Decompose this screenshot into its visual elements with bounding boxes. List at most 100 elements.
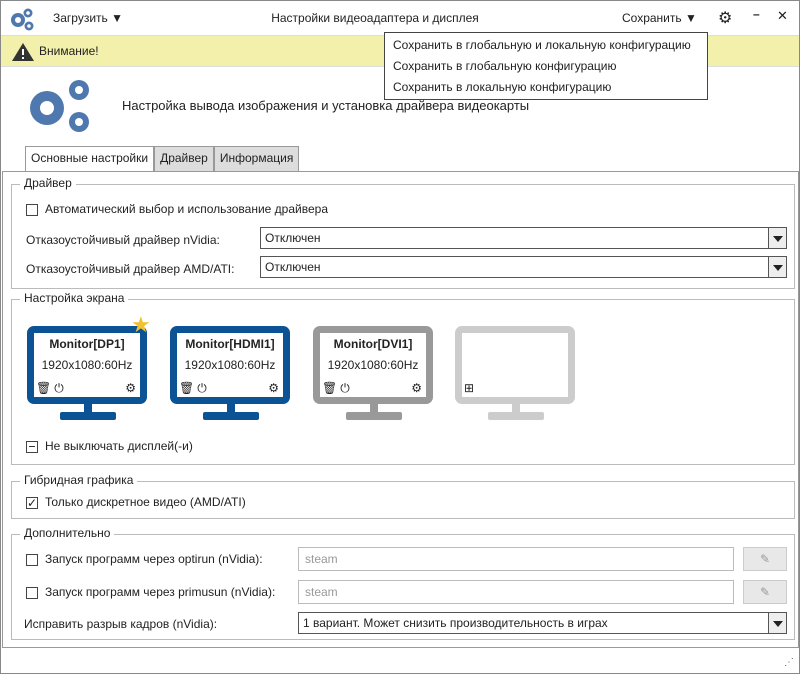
monitor-base [488,412,544,420]
close-button[interactable]: ✕ [777,8,788,23]
monitor-name: Monitor[DP1] [49,337,125,351]
monitor-add-slot[interactable]: ⊞ [455,326,577,420]
power-icon[interactable]: ⏻ [197,381,207,395]
checkbox-icon [26,553,38,566]
nvidia-driver-label: Отказоустойчивый драйвер nVidia: [26,233,220,247]
monitor-screen: Monitor[DP1] 1920x1080:60Hz 🗑⏻ ⚙ [27,326,147,404]
monitor-screen: ⊞ [455,326,575,404]
minimize-button[interactable]: – [753,7,760,21]
no-display-off-label: Не выключать дисплей(-и) [45,439,193,453]
screen-legend: Настройка экрана [20,291,129,305]
window-title: Настройки видеоадаптера и дисплея [271,11,479,25]
save-menu-button[interactable]: Сохранить ▼ [622,11,697,25]
auto-driver-label: Автоматический выбор и использование дра… [45,202,328,216]
optirun-input[interactable]: steam [298,547,734,571]
trash-icon[interactable]: 🗑 [179,381,195,395]
monitor-mode: 1920x1080:60Hz [327,358,419,372]
dropdown-arrow-icon [768,257,786,277]
save-label: Сохранить [622,11,682,25]
menu-item-save-global[interactable]: Сохранить в глобальную конфигурацию [393,59,617,73]
tearing-label: Исправить разрыв кадров (nVidia): [24,617,218,631]
tab-bar: Основные настройки Драйвер Информация [25,146,300,172]
monitor-card[interactable]: Monitor[DP1] 1920x1080:60Hz 🗑⏻ ⚙ ★ [27,312,151,420]
warning-text: Внимание! [39,44,99,58]
gear-icon[interactable]: ⚙ [411,381,422,395]
hybrid-legend: Гибридная графика [20,473,138,487]
dropdown-arrow-icon [768,613,786,633]
tearing-value: 1 вариант. Может снизить производительно… [303,616,608,630]
monitor-base [60,412,116,420]
auto-driver-checkbox[interactable]: Автоматический выбор и использование дра… [26,202,328,216]
hybrid-group: Гибридная графика ✓ Только дискретное вид… [11,473,795,519]
warning-icon [12,43,34,61]
monitor-base [203,412,259,420]
edit-icon: ✎ [759,552,771,566]
resize-grip-icon[interactable]: ⋰ [784,657,794,668]
save-dropdown-menu: Сохранить в глобальную и локальную конфи… [384,32,708,100]
no-display-off-checkbox[interactable]: Не выключать дисплей(-и) [26,439,193,453]
monitor-screen: Monitor[HDMI1] 1920x1080:60Hz 🗑⏻ ⚙ [170,326,290,404]
header-gears-icon [30,80,89,132]
tab-driver[interactable]: Драйвер [154,146,214,171]
tearing-select[interactable]: 1 вариант. Может снизить производительно… [298,612,787,634]
caret-down-icon: ▼ [111,11,124,25]
primusun-label: Запуск программ через primusun (nVidia): [45,585,276,599]
gear-icon[interactable]: ⚙ [268,381,279,395]
monitor-name: Monitor[DVI1] [333,337,413,351]
trash-icon[interactable]: 🗑 [36,381,52,395]
menu-item-save-global-local[interactable]: Сохранить в глобальную и локальную конфи… [393,38,691,52]
monitor-mode: 1920x1080:60Hz [41,358,133,372]
primary-star-icon: ★ [131,312,151,337]
discrete-video-checkbox[interactable]: ✓ Только дискретное видео (AMD/ATI) [26,495,246,510]
monitor-name: Monitor[HDMI1] [185,337,275,351]
monitor-screen: Monitor[DVI1] 1920x1080:60Hz 🗑⏻ ⚙ [313,326,433,404]
screen-group: Настройка экрана Не выключать дисплей(-и… [11,291,795,465]
nvidia-driver-select[interactable]: Отключен [260,227,787,249]
settings-gear-icon[interactable]: ⚙ [718,10,733,27]
primusun-edit-button[interactable]: ✎ [743,580,787,604]
optirun-label: Запуск программ через optirun (nVidia): [45,552,263,566]
amd-driver-value: Отключен [265,260,321,274]
driver-group: Драйвер Автоматический выбор и использов… [11,176,795,289]
primusun-checkbox[interactable]: Запуск программ через primusun (nVidia): [26,585,275,599]
checkbox-checked-icon: ✓ [26,495,38,510]
amd-driver-select[interactable]: Отключен [260,256,787,278]
titlebar: Загрузить ▼ Настройки видеоадаптера и ди… [1,1,799,35]
nvidia-driver-value: Отключен [265,231,321,245]
monitor-card[interactable]: Monitor[DVI1] 1920x1080:60Hz 🗑⏻ ⚙ [313,326,435,420]
tab-panel: Драйвер Автоматический выбор и использов… [2,171,799,648]
extra-legend: Дополнительно [20,526,115,540]
power-icon[interactable]: ⏻ [340,381,350,395]
tab-info[interactable]: Информация [213,146,300,171]
driver-legend: Драйвер [20,176,76,190]
monitor-mode: 1920x1080:60Hz [184,358,276,372]
checkbox-icon [26,203,38,216]
gear-icon[interactable]: ⚙ [125,381,136,395]
primusun-input[interactable]: steam [298,580,734,604]
monitor-neck [227,404,235,412]
optirun-checkbox[interactable]: Запуск программ через optirun (nVidia): [26,552,263,566]
monitor-neck [84,404,92,412]
checkbox-icon [26,586,38,599]
app-gears-icon [11,8,34,31]
extra-group: Дополнительно Запуск программ через opti… [11,526,795,640]
dropdown-arrow-icon [768,228,786,248]
menu-item-save-local[interactable]: Сохранить в локальную конфигурацию [393,80,612,94]
header-title: Настройка вывода изображения и установка… [122,98,530,113]
discrete-video-label: Только дискретное видео (AMD/ATI) [45,495,246,509]
trash-icon[interactable]: 🗑 [322,381,338,395]
monitor-card[interactable]: Monitor[HDMI1] 1920x1080:60Hz 🗑⏻ ⚙ [170,326,292,420]
checkbox-partial-icon [26,440,38,453]
load-label: Загрузить [53,11,108,25]
load-menu-button[interactable]: Загрузить ▼ [53,11,123,25]
add-monitor-icon[interactable]: ⊞ [464,381,475,395]
optirun-edit-button[interactable]: ✎ [743,547,787,571]
tab-main-settings[interactable]: Основные настройки [25,146,155,172]
monitor-neck [370,404,378,412]
power-icon[interactable]: ⏻ [54,381,64,395]
monitor-neck [512,404,520,412]
edit-icon: ✎ [759,585,771,599]
amd-driver-label: Отказоустойчивый драйвер AMD/ATI: [26,262,235,276]
caret-down-icon: ▼ [684,11,697,25]
